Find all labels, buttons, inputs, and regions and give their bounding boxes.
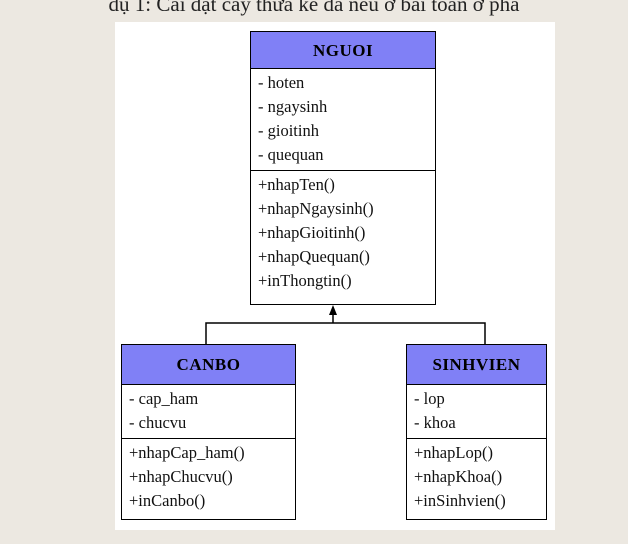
method-item: +nhapChucvu() xyxy=(129,467,233,486)
attributes-section-sinhvien: - lop - khoa xyxy=(407,385,546,439)
method-item: +nhapGioitinh() xyxy=(258,223,366,242)
class-name-sinhvien: SINHVIEN xyxy=(407,345,546,385)
inheritance-arrowhead-icon xyxy=(329,305,337,315)
method-item: +nhapCap_ham() xyxy=(129,443,245,462)
methods-section-canbo: +nhapCap_ham() +nhapChucvu() +inCanbo() xyxy=(122,439,295,516)
attribute-item: - hoten xyxy=(258,73,305,92)
inheritance-line xyxy=(205,322,486,344)
class-name-nguoi: NGUOI xyxy=(251,32,435,69)
attribute-item: - gioitinh xyxy=(258,121,319,140)
method-item: +nhapQuequan() xyxy=(258,247,370,266)
methods-section-nguoi: +nhapTen() +nhapNgaysinh() +nhapGioitinh… xyxy=(251,171,435,296)
attribute-item: - quequan xyxy=(258,145,324,164)
attribute-item: - lop xyxy=(414,389,445,408)
attribute-item: - ngaysinh xyxy=(258,97,328,116)
class-name-canbo: CANBO xyxy=(122,345,295,385)
diagram-canvas: NGUOI - hoten - ngaysinh - gioitinh - qu… xyxy=(115,22,555,530)
attributes-section-nguoi: - hoten - ngaysinh - gioitinh - quequan xyxy=(251,69,435,171)
class-box-sinhvien: SINHVIEN - lop - khoa +nhapLop() +nhapKh… xyxy=(406,344,547,520)
attribute-item: - cap_ham xyxy=(129,389,199,408)
method-item: +nhapNgaysinh() xyxy=(258,199,374,218)
method-item: +nhapTen() xyxy=(258,175,335,194)
class-box-canbo: CANBO - cap_ham - chucvu +nhapCap_ham() … xyxy=(121,344,296,520)
method-item: +inSinhvien() xyxy=(414,491,506,510)
methods-section-sinhvien: +nhapLop() +nhapKhoa() +inSinhvien() xyxy=(407,439,546,516)
inheritance-connector xyxy=(205,305,486,344)
attributes-section-canbo: - cap_ham - chucvu xyxy=(122,385,295,439)
attribute-item: - khoa xyxy=(414,413,456,432)
method-item: +inCanbo() xyxy=(129,491,206,510)
method-item: +nhapLop() xyxy=(414,443,493,462)
method-item: +nhapKhoa() xyxy=(414,467,503,486)
caption-text: dụ 1: Cài đặt cây thừa kế đã nêu ở bài t… xyxy=(108,0,520,16)
class-box-nguoi: NGUOI - hoten - ngaysinh - gioitinh - qu… xyxy=(250,31,436,305)
attribute-item: - chucvu xyxy=(129,413,187,432)
method-item: +inThongtin() xyxy=(258,271,352,290)
